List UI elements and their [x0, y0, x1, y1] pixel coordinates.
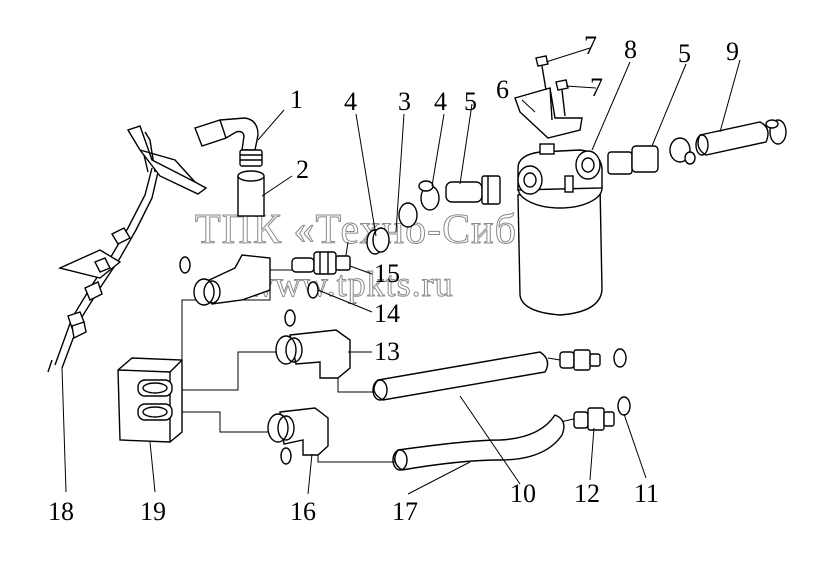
- part-13-elbow-fitting: [275, 309, 351, 379]
- callout-11: 11: [634, 479, 659, 508]
- part-17-hose: [392, 414, 565, 471]
- callout-13: 13: [374, 337, 400, 366]
- callout-18: 18: [48, 497, 74, 526]
- part-4-clamp: [418, 180, 440, 211]
- callout-17: 17: [392, 497, 418, 526]
- part-10-hose: [372, 351, 549, 401]
- part-8-receiver-drier: [517, 143, 603, 316]
- part-18-steering-column: [47, 125, 208, 493]
- watermark-url: www.tpkts.ru: [248, 264, 454, 304]
- callout-5b: 5: [678, 39, 691, 68]
- part-2-sleeve: [237, 170, 265, 217]
- leader-lines: [257, 47, 741, 495]
- part-6-bracket: [514, 87, 583, 139]
- callout-6: 6: [496, 75, 509, 104]
- part-16-elbow-fitting: [267, 407, 329, 465]
- part-7-bolt: [535, 55, 569, 117]
- callout-8: 8: [624, 35, 637, 64]
- callout-19: 19: [140, 497, 166, 526]
- callout-14: 14: [374, 299, 400, 328]
- part-14-elbow-fitting: [179, 254, 319, 306]
- callout-12: 12: [574, 479, 600, 508]
- callout-1: 1: [290, 85, 303, 114]
- part-12-fitting: [559, 349, 615, 431]
- part-1-hose-fitting: [194, 117, 263, 167]
- callout-7a: 7: [584, 31, 597, 60]
- part-19-valve-block: [117, 357, 183, 493]
- part-3-o-ring: [366, 202, 418, 255]
- part-5-fitting-right: [607, 137, 696, 175]
- callout-16: 16: [290, 497, 316, 526]
- callout-2: 2: [296, 155, 309, 184]
- part-15-connector: [291, 251, 351, 275]
- callout-4a: 4: [344, 87, 357, 116]
- callout-labels: 1 2 3 4 4 5 5 6 7 7 8 9 10 11 12 13 14 1…: [48, 31, 739, 526]
- callout-15: 15: [374, 259, 400, 288]
- callout-7b: 7: [590, 73, 603, 102]
- callout-3: 3: [398, 87, 411, 116]
- callout-4b: 4: [434, 87, 447, 116]
- part-9-hose: [695, 119, 787, 156]
- part-11-o-ring: [613, 348, 631, 416]
- callout-10: 10: [510, 479, 536, 508]
- part-5-fitting-left: [445, 175, 501, 205]
- callout-5a: 5: [464, 87, 477, 116]
- callout-9: 9: [726, 37, 739, 66]
